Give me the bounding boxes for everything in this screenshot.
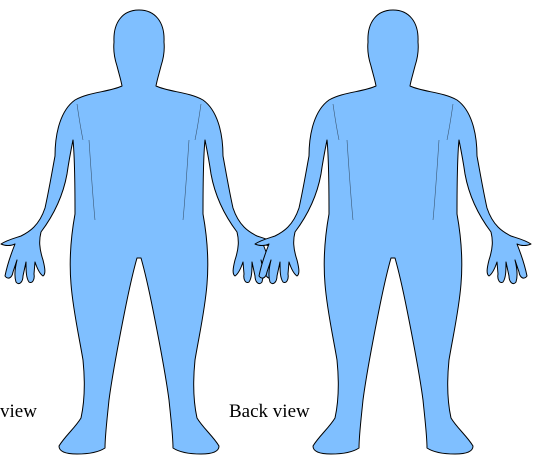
front-body-silhouette: [1, 10, 277, 454]
front-view-label: view: [0, 402, 37, 421]
back-figure: [255, 10, 531, 454]
front-figure: [1, 10, 277, 454]
back-view-label: Back view: [229, 402, 310, 421]
back-body-silhouette: [255, 10, 531, 454]
